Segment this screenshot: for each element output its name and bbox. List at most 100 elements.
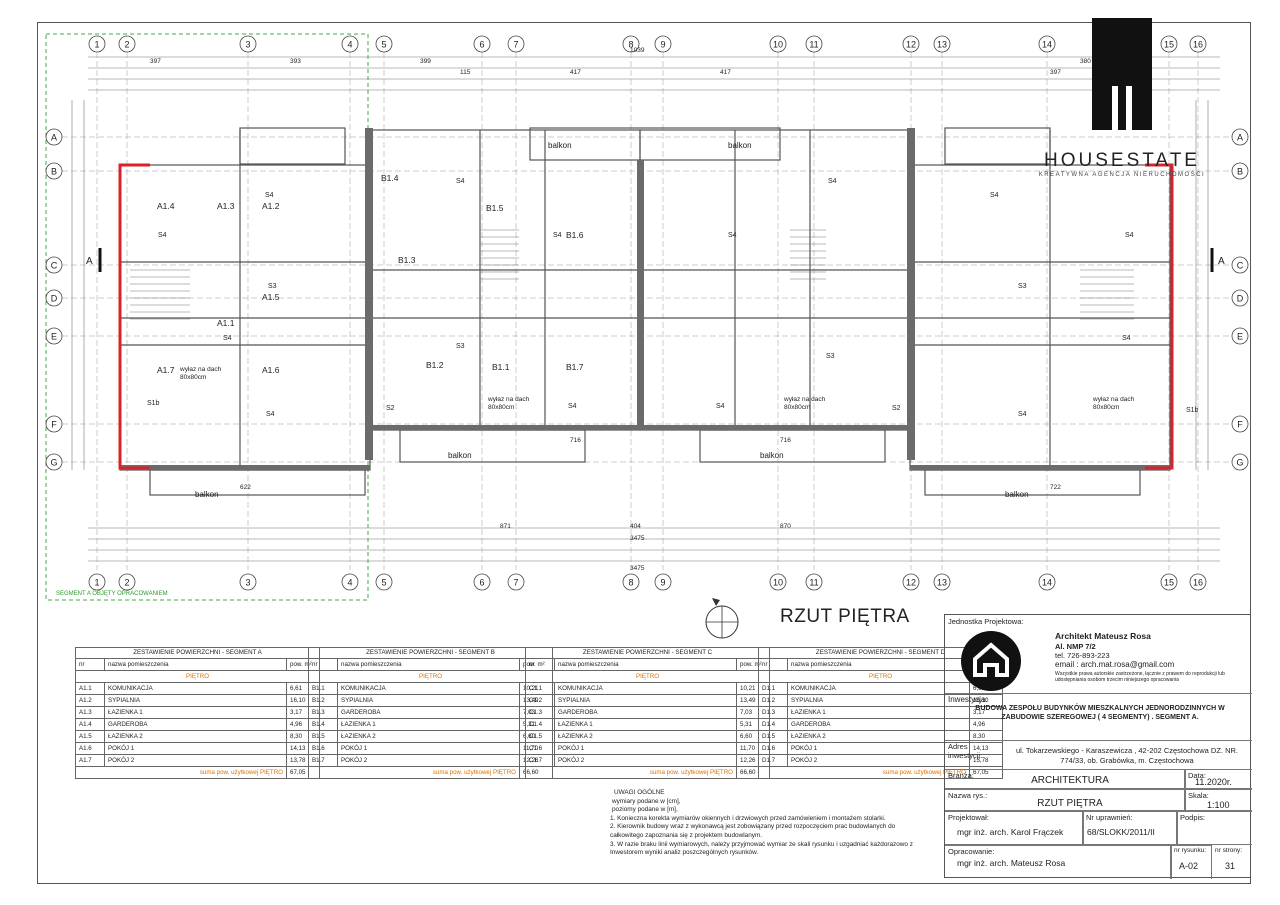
architect-name: Architekt Mateusz Rosa xyxy=(1055,631,1151,641)
balcony-label: balkon xyxy=(448,451,472,460)
symbol-tag: S4 xyxy=(265,192,274,199)
axis-bubble-9: 9 xyxy=(654,573,672,591)
dimension-text: 1039 xyxy=(630,47,645,54)
svg-text:G: G xyxy=(1236,458,1243,468)
roof-exit-size: 80x80cm xyxy=(784,404,810,411)
axis-bubble-14: 14 xyxy=(1038,573,1056,591)
svg-text:G: G xyxy=(50,458,57,468)
svg-text:2: 2 xyxy=(124,578,129,588)
svg-text:14: 14 xyxy=(1042,578,1052,588)
axis-bubble-11: 11 xyxy=(805,573,823,591)
svg-text:10: 10 xyxy=(773,40,783,50)
dimension-text: 3475 xyxy=(630,565,645,572)
roof-exit-label: wyłaz na dach xyxy=(487,396,530,403)
symbol-tag: S3 xyxy=(1018,283,1027,290)
table-title: ZESTAWIENIE POWIERZCHNI - SEGMENT C xyxy=(525,647,770,659)
svg-text:D: D xyxy=(51,294,58,304)
svg-text:15: 15 xyxy=(1164,578,1174,588)
roof-exit-label: wyłaz na dach xyxy=(1092,396,1135,403)
svg-text:F: F xyxy=(1237,420,1243,430)
svg-text:7: 7 xyxy=(513,578,518,588)
note-line: poziomy podane w [m], xyxy=(612,806,678,814)
room-tag: B1.4 xyxy=(381,173,399,183)
license-value: 68/SLOKK/2011/II xyxy=(1087,827,1155,837)
room-tag: B1.1 xyxy=(492,362,510,372)
axis-bubble-12: 12 xyxy=(902,573,920,591)
svg-text:A: A xyxy=(51,133,57,143)
svg-text:14: 14 xyxy=(1042,40,1052,50)
date-value: 11.2020r. xyxy=(1195,777,1232,787)
axis-bubble-2: 2 xyxy=(118,35,136,53)
room-tag: A1.3 xyxy=(217,201,235,211)
svg-text:A: A xyxy=(1237,133,1243,143)
dimension-text: 722 xyxy=(1050,484,1061,491)
room-tag: B1.7 xyxy=(566,362,584,372)
svg-text:7: 7 xyxy=(513,40,518,50)
investment-label: Inwestycja: xyxy=(948,695,988,704)
symbol-tag: S1b xyxy=(147,400,160,407)
prepared-value: mgr inż. arch. Mateusz Rosa xyxy=(957,858,1066,868)
dimension-text: 397 xyxy=(1050,69,1061,76)
svg-text:9: 9 xyxy=(660,40,665,50)
investment-text: BUDOWA ZESPOŁU BUDYNKÓW MIESZKALNYCH JED… xyxy=(975,705,1225,721)
svg-text:5: 5 xyxy=(381,578,386,588)
balcony-label: balkon xyxy=(1005,490,1029,499)
axis-bubble-16: 16 xyxy=(1189,573,1207,591)
roof-exit-size: 80x80cm xyxy=(488,404,514,411)
axis-bubble-9: 9 xyxy=(654,35,672,53)
room-tag: A1.7 xyxy=(157,365,175,375)
stairs xyxy=(130,229,1134,320)
axis-bubble-A: A xyxy=(1231,128,1249,146)
axis-bubble-7: 7 xyxy=(507,35,525,53)
svg-text:C: C xyxy=(1237,261,1244,271)
svg-text:2: 2 xyxy=(124,40,129,50)
axis-bubble-3: 3 xyxy=(239,573,257,591)
svg-text:16: 16 xyxy=(1193,578,1203,588)
red-end-walls xyxy=(118,163,1174,470)
axis-bubble-F: F xyxy=(45,415,63,433)
svg-text:E: E xyxy=(51,332,57,342)
axis-bubble-B: B xyxy=(1231,162,1249,180)
svg-text:1: 1 xyxy=(94,40,99,50)
axis-bubble-D: D xyxy=(1231,289,1249,307)
svg-text:11: 11 xyxy=(809,40,818,50)
symbol-tag: S4 xyxy=(568,403,577,410)
svg-text:B: B xyxy=(1237,167,1243,177)
dimension-text: 399 xyxy=(420,58,431,65)
symbol-tag: S4 xyxy=(990,192,999,199)
symbol-tag: S4 xyxy=(1018,411,1027,418)
svg-text:D: D xyxy=(1237,294,1244,304)
scale-value: 1:100 xyxy=(1207,800,1230,810)
axis-bubble-A: A xyxy=(45,128,63,146)
table-level: PIĘTRO xyxy=(75,670,320,683)
general-notes: UWAGI OGÓLNE wymiary podane w [cm],pozio… xyxy=(610,789,930,858)
svg-text:6: 6 xyxy=(479,578,484,588)
axis-bubble-4: 4 xyxy=(341,573,359,591)
dimension-text: 115 xyxy=(460,69,471,76)
axis-bubble-16: 16 xyxy=(1189,35,1207,53)
symbol-tag: S4 xyxy=(266,411,275,418)
axis-bubble-2: 2 xyxy=(118,573,136,591)
symbol-tag: S2 xyxy=(892,405,901,412)
svg-text:6: 6 xyxy=(479,40,484,50)
dimension-text: 716 xyxy=(570,437,581,444)
axis-bubble-5: 5 xyxy=(375,35,393,53)
room-tag: A1.1 xyxy=(217,318,235,328)
svg-text:3: 3 xyxy=(245,40,250,50)
housestate-logo xyxy=(1016,18,1228,183)
svg-text:F: F xyxy=(51,420,57,430)
